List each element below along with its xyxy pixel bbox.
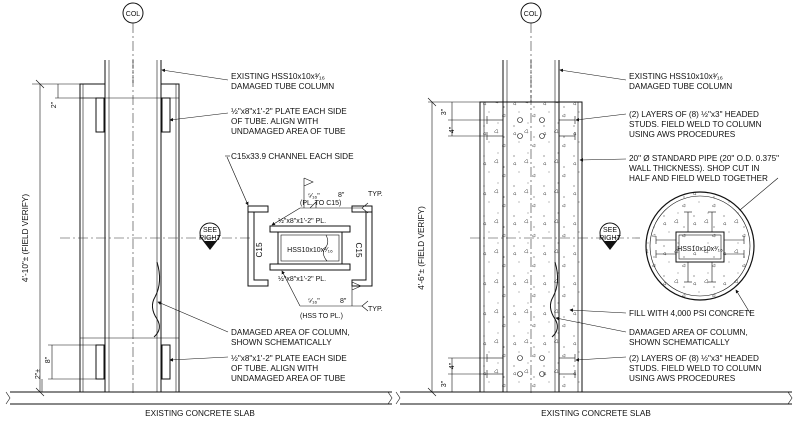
svg-text:20" Ø STANDARD PIPE (20" O.D.: 20" Ø STANDARD PIPE (20" O.D. 0.375"	[629, 154, 779, 163]
svg-text:STUDS. FIELD WELD TO COLUMN: STUDS. FIELD WELD TO COLUMN	[629, 120, 762, 129]
svg-text:COL: COL	[524, 11, 539, 18]
svg-text:3": 3"	[441, 108, 448, 115]
plates-left	[80, 97, 179, 380]
svg-text:HSS10x10x³⁄₁₆: HSS10x10x³⁄₁₆	[677, 246, 723, 253]
svg-text:EXISTING CONCRETE SLAB: EXISTING CONCRETE SLAB	[145, 409, 255, 418]
svg-text:HSS10x10x³⁄₁₆: HSS10x10x³⁄₁₆	[287, 247, 333, 254]
svg-text:OF TUBE. ALIGN WITH: OF TUBE. ALIGN WITH	[231, 364, 318, 373]
svg-text:EXISTING HSS10x10x³⁄₁₆: EXISTING HSS10x10x³⁄₁₆	[231, 72, 325, 81]
left-detail: COL	[5, 2, 393, 418]
svg-text:EXISTING CONCRETE SLAB: EXISTING CONCRETE SLAB	[541, 409, 651, 418]
svg-text:UNDAMAGED AREA OF TUBE: UNDAMAGED AREA OF TUBE	[231, 374, 346, 383]
svg-text:DAMAGED TUBE COLUMN: DAMAGED TUBE COLUMN	[629, 82, 732, 91]
svg-text:C15: C15	[255, 242, 264, 257]
svg-text:SHOWN SCHEMATICALLY: SHOWN SCHEMATICALLY	[231, 338, 332, 347]
svg-text:2"±: 2"±	[35, 369, 42, 379]
svg-text:4": 4"	[449, 362, 456, 369]
svg-text:FILL WITH 4,000 PSI CONCRETE: FILL WITH 4,000 PSI CONCRETE	[629, 309, 755, 318]
svg-text:4'-6"± (FIELD VERIFY): 4'-6"± (FIELD VERIFY)	[417, 206, 426, 290]
svg-text:⁵⁄₁₆": ⁵⁄₁₆"	[308, 298, 320, 305]
svg-text:(2) LAYERS OF (8) ½"x3" HEADED: (2) LAYERS OF (8) ½"x3" HEADED	[629, 110, 759, 119]
svg-text:USING AWS PROCEDURES: USING AWS PROCEDURES	[629, 374, 736, 383]
svg-text:TYP.: TYP.	[368, 191, 383, 198]
svg-text:(2) LAYERS OF (8) ½"x3" HEADED: (2) LAYERS OF (8) ½"x3" HEADED	[629, 354, 759, 363]
svg-text:RIGHT: RIGHT	[599, 235, 622, 242]
svg-text:⁵⁄₁₆": ⁵⁄₁₆"	[308, 193, 320, 200]
section-view-right: HSS10x10x³⁄₁₆	[645, 191, 755, 301]
svg-text:SEE: SEE	[603, 227, 617, 234]
svg-text:3": 3"	[441, 380, 448, 387]
svg-text:SHOWN SCHEMATICALLY: SHOWN SCHEMATICALLY	[629, 338, 730, 347]
tube-column-right	[502, 60, 560, 392]
svg-text:4'-10"± (FIELD VERIFY): 4'-10"± (FIELD VERIFY)	[21, 194, 30, 282]
see-right-tag-right[interactable]: SEE RIGHT	[599, 222, 622, 250]
col-tag-left: COL	[122, 2, 144, 395]
svg-text:½"x8"x1'-2" PL.: ½"x8"x1'-2" PL.	[278, 275, 326, 283]
svg-text:2": 2"	[51, 101, 58, 108]
svg-text:COL: COL	[126, 11, 141, 18]
svg-text:SEE: SEE	[203, 227, 217, 234]
svg-text:½"x8"x1'-2" PLATE EACH SIDE: ½"x8"x1'-2" PLATE EACH SIDE	[231, 107, 347, 116]
damaged-area-left	[151, 261, 161, 338]
see-right-tag-left[interactable]: SEE RIGHT	[199, 222, 222, 250]
right-detail: COL	[395, 2, 793, 418]
svg-text:STUDS. FIELD WELD TO COLUMN: STUDS. FIELD WELD TO COLUMN	[629, 364, 762, 373]
svg-text:TYP.: TYP.	[368, 306, 383, 313]
svg-text:8": 8"	[45, 356, 52, 363]
svg-text:DAMAGED AREA OF COLUMN,: DAMAGED AREA OF COLUMN,	[231, 328, 350, 337]
svg-text:DAMAGED TUBE COLUMN: DAMAGED TUBE COLUMN	[231, 82, 334, 91]
svg-text:4": 4"	[449, 126, 456, 133]
notes-right: EXISTING HSS10x10x³⁄₁₆ DAMAGED TUBE COLU…	[629, 72, 779, 383]
svg-text:WALL THICKNESS). SHOP CUT IN: WALL THICKNESS). SHOP CUT IN	[629, 164, 760, 173]
svg-text:RIGHT: RIGHT	[199, 235, 222, 242]
notes-left: EXISTING HSS10x10x³⁄₁₆ DAMAGED TUBE COLU…	[231, 72, 354, 383]
dim-vertical-right: 4'-6"± (FIELD VERIFY) 3" 4" 4" 3"	[417, 97, 487, 397]
svg-text:EXISTING HSS10x10x³⁄₁₆: EXISTING HSS10x10x³⁄₁₆	[629, 72, 723, 81]
svg-text:½"x8"x1'-2" PLATE EACH SIDE: ½"x8"x1'-2" PLATE EACH SIDE	[231, 354, 347, 363]
svg-text:UNDAMAGED AREA OF TUBE: UNDAMAGED AREA OF TUBE	[231, 127, 346, 136]
slab-left: EXISTING CONCRETE SLAB	[5, 391, 393, 418]
concrete-encasement	[479, 101, 583, 393]
svg-text:½"x8"x1'-2" PL.: ½"x8"x1'-2" PL.	[278, 217, 326, 225]
svg-text:HALF AND FIELD WELD TOGETHER: HALF AND FIELD WELD TOGETHER	[629, 174, 768, 183]
studs-right	[486, 116, 576, 378]
svg-text:8": 8"	[338, 192, 345, 199]
section-view-left: HSS10x10x³⁄₁₆ ½"x8"x1'-2" PL. ½"x8"x1'-2…	[247, 177, 383, 320]
svg-text:C15: C15	[354, 242, 363, 257]
svg-text:(PL. TO C15): (PL. TO C15)	[300, 200, 341, 207]
svg-text:OF TUBE. ALIGN WITH: OF TUBE. ALIGN WITH	[231, 117, 318, 126]
svg-text:C15x33.9 CHANNEL EACH SIDE: C15x33.9 CHANNEL EACH SIDE	[231, 152, 354, 161]
svg-text:8": 8"	[340, 298, 347, 305]
svg-text:(HSS TO PL.): (HSS TO PL.)	[300, 313, 343, 320]
slab-right: EXISTING CONCRETE SLAB	[395, 391, 793, 418]
svg-text:DAMAGED AREA OF COLUMN,: DAMAGED AREA OF COLUMN,	[629, 328, 748, 337]
svg-text:USING AWS PROCEDURES: USING AWS PROCEDURES	[629, 130, 736, 139]
